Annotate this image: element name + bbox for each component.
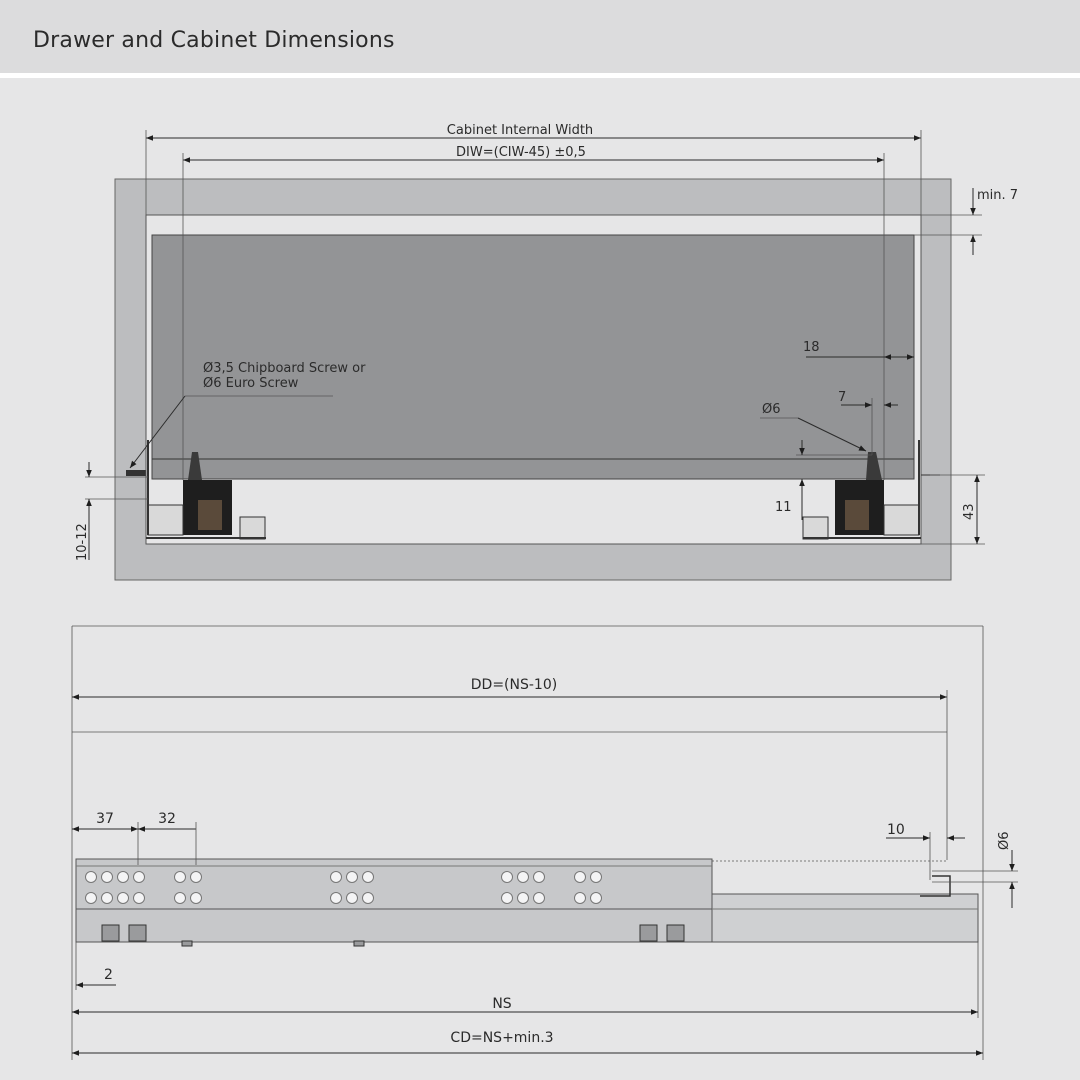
dim-dia6-front-label: Ø6 bbox=[762, 402, 781, 417]
runner-extension bbox=[711, 893, 979, 943]
dim-18-label: 18 bbox=[803, 340, 820, 355]
dim-10-side-label: 10 bbox=[887, 822, 905, 838]
page-title: Drawer and Cabinet Dimensions bbox=[33, 28, 395, 53]
dim-7-label: 7 bbox=[838, 390, 846, 405]
dim-43-label: 43 bbox=[962, 503, 977, 520]
ns-label: NS bbox=[492, 996, 511, 1012]
dd-label: DD=(NS-10) bbox=[471, 677, 557, 693]
diw-label: DIW=(CIW-45) ±0,5 bbox=[456, 145, 586, 160]
dim-32-label: 32 bbox=[158, 811, 176, 827]
dim-2-label: 2 bbox=[104, 967, 113, 983]
page-header: Drawer and Cabinet Dimensions bbox=[0, 0, 1080, 78]
cabinet-internal-width-label: Cabinet Internal Width bbox=[447, 123, 593, 138]
dim-dia6-side-label: Ø6 bbox=[997, 831, 1012, 850]
front-view: Cabinet Internal Width DIW=(CIW-45) ±0,5… bbox=[75, 123, 1018, 581]
runner-clips bbox=[101, 924, 685, 947]
screw-label-line1: Ø3,5 Chipboard Screw or bbox=[203, 361, 366, 376]
dim-10-12-label: 10-12 bbox=[75, 523, 90, 561]
mounting-holes bbox=[85, 871, 602, 904]
drawer-panel bbox=[151, 234, 915, 480]
left-runner bbox=[126, 440, 266, 540]
dim-11-label: 11 bbox=[775, 500, 792, 515]
min7-label: min. 7 bbox=[977, 188, 1018, 203]
right-runner bbox=[802, 440, 940, 540]
screw-label-line2: Ø6 Euro Screw bbox=[203, 376, 299, 391]
runner-body bbox=[75, 858, 713, 943]
cd-label: CD=NS+min.3 bbox=[450, 1030, 553, 1046]
dim-37-label: 37 bbox=[96, 811, 114, 827]
side-view: DD=(NS-10) bbox=[71, 625, 1018, 1060]
